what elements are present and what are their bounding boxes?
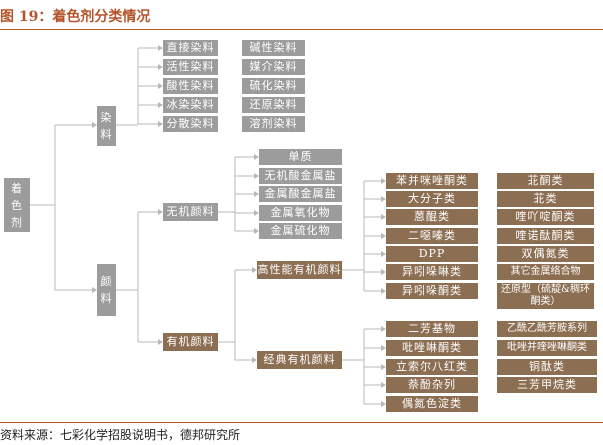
high-performance-node: 高性能有机颜料 bbox=[257, 261, 342, 279]
figure-title: 图 19：着色剂分类情况 bbox=[0, 9, 151, 25]
high-performance-item: 苝酮类 bbox=[497, 173, 594, 189]
dye-item: 硫化染料 bbox=[242, 78, 305, 94]
inorganic-node: 无机颜料 bbox=[163, 203, 218, 221]
inorganic-item: 金属酸金属盐 bbox=[259, 186, 342, 202]
dyes-node: 染料 bbox=[97, 106, 116, 146]
inorganic-item: 单质 bbox=[259, 149, 342, 165]
classic-item: 铜酞类 bbox=[497, 359, 597, 375]
classic-item: 立索尔八红类 bbox=[386, 359, 478, 375]
source-note: 资料来源：七彩化学招股说明书，德邦研究所 bbox=[0, 428, 241, 442]
classic-item: 吡唑并喹唑啉酮类 bbox=[497, 340, 597, 356]
high-performance-item: 异吲哚啉类 bbox=[386, 264, 478, 280]
classic-item: 偶氮色淀类 bbox=[386, 396, 478, 412]
dye-item: 冰染染料 bbox=[163, 97, 218, 113]
dye-item: 酸性染料 bbox=[163, 78, 218, 94]
inorganic-item: 无机酸金属盐 bbox=[259, 168, 342, 184]
high-performance-item: 大分子类 bbox=[386, 191, 478, 207]
high-performance-item: DPP bbox=[386, 246, 478, 262]
high-performance-item: 异吲哚酮类 bbox=[386, 283, 478, 299]
source-rule bbox=[0, 422, 603, 423]
classic-item: 吡唑啉酮类 bbox=[386, 340, 478, 356]
dye-item: 分散染料 bbox=[163, 116, 218, 132]
dye-item: 活性染料 bbox=[163, 59, 218, 75]
high-performance-item: 双偶氮类 bbox=[497, 246, 594, 262]
classic-node: 经典有机颜料 bbox=[257, 351, 342, 369]
high-performance-item: 还原型（硫靛&稠环酮类） bbox=[497, 283, 594, 309]
organic-node: 有机颜料 bbox=[163, 333, 218, 351]
title-rule bbox=[0, 29, 603, 30]
high-performance-item: 喹诺酞酮类 bbox=[497, 228, 594, 244]
classic-item: 二芳基物 bbox=[386, 321, 478, 337]
dye-item: 媒介染料 bbox=[242, 59, 305, 75]
classic-item: 三芳甲烷类 bbox=[497, 377, 597, 393]
high-performance-item: 蒽醌类 bbox=[386, 209, 478, 225]
dye-item: 溶剂染料 bbox=[242, 116, 305, 132]
classic-item: 萘酚杂列 bbox=[386, 377, 478, 393]
inorganic-item: 金属硫化物 bbox=[259, 223, 342, 239]
high-performance-item: 喹吖啶酮类 bbox=[497, 209, 594, 225]
dye-item: 碱性染料 bbox=[242, 40, 305, 56]
inorganic-item: 金属氧化物 bbox=[259, 205, 342, 221]
dye-item: 还原染料 bbox=[242, 97, 305, 113]
classic-item: 乙酰乙酰芳胺系列 bbox=[497, 321, 597, 337]
root-node: 着色剂 bbox=[4, 178, 30, 232]
high-performance-item: 苯并咪唑酮类 bbox=[386, 173, 478, 189]
high-performance-item: 苝类 bbox=[497, 191, 594, 207]
dye-item: 直接染料 bbox=[163, 40, 218, 56]
high-performance-item: 其它金属络合物 bbox=[497, 264, 594, 280]
high-performance-item: 二噁嗪类 bbox=[386, 228, 478, 244]
pigments-node: 颜料 bbox=[97, 264, 116, 316]
